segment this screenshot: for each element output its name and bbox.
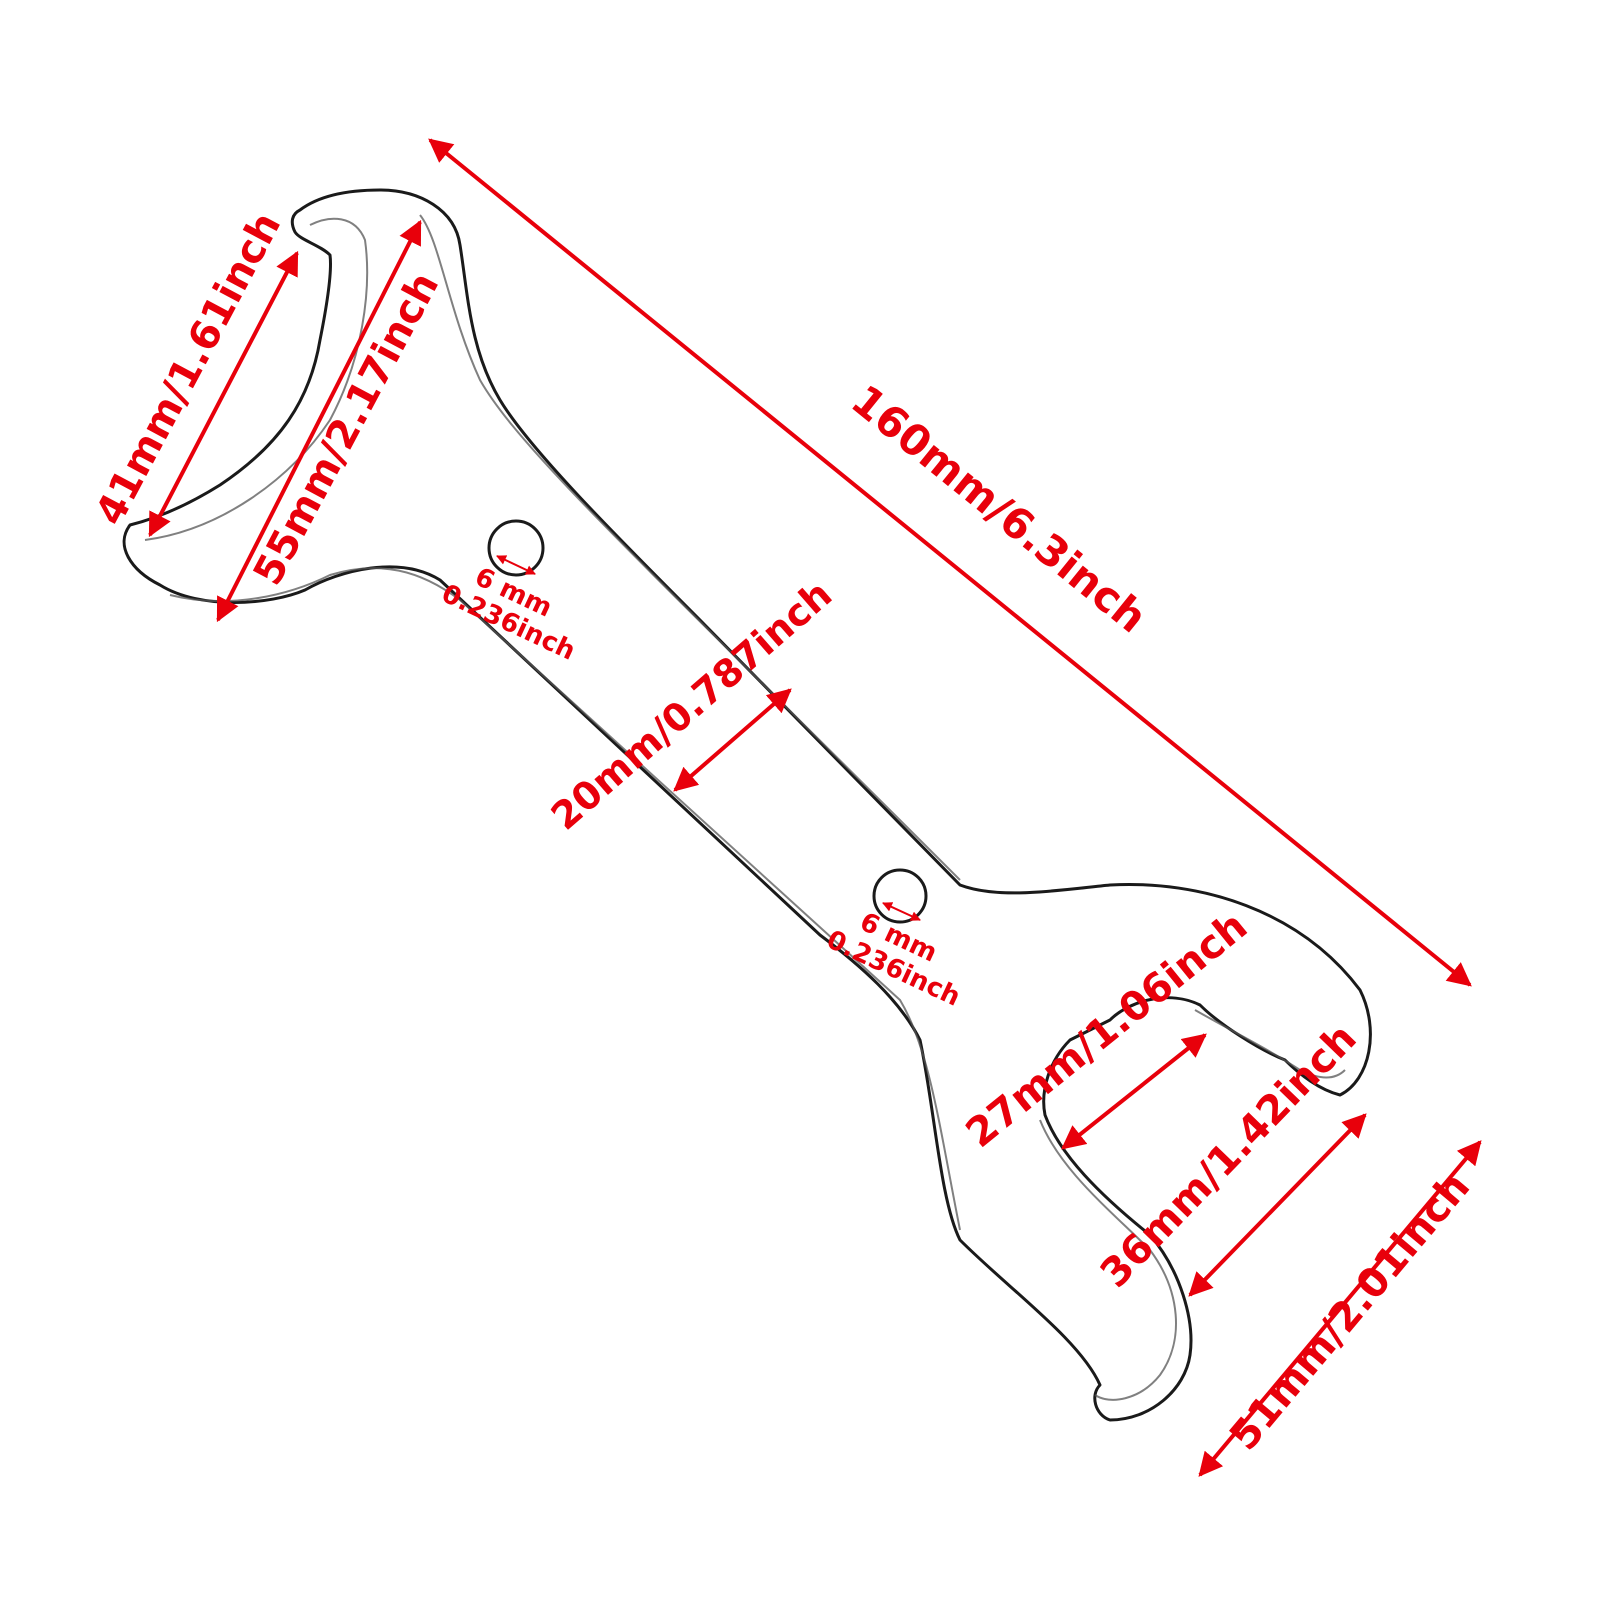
dimension-arrows: [148, 138, 1482, 1477]
hole-2-arrow: [882, 902, 921, 921]
bottom-jaw-inner-arrow: [1061, 1033, 1207, 1150]
wrench-bevel-bottom: [1039, 1119, 1177, 1401]
wrench-hole-1: [487, 519, 545, 577]
bottom-jaw-outer-arrow: [1198, 1140, 1482, 1477]
hole-1-arrow: [496, 555, 536, 575]
overall-length-arrow: [428, 138, 1472, 987]
handle-width-arrow: [673, 688, 792, 792]
wrench-bevel-bottom-jaw: [1194, 1009, 1346, 1079]
top-jaw-outer-arrow: [216, 219, 422, 623]
bottom-jaw-outer-label: 51mm/2.01inch: [1221, 1164, 1479, 1459]
